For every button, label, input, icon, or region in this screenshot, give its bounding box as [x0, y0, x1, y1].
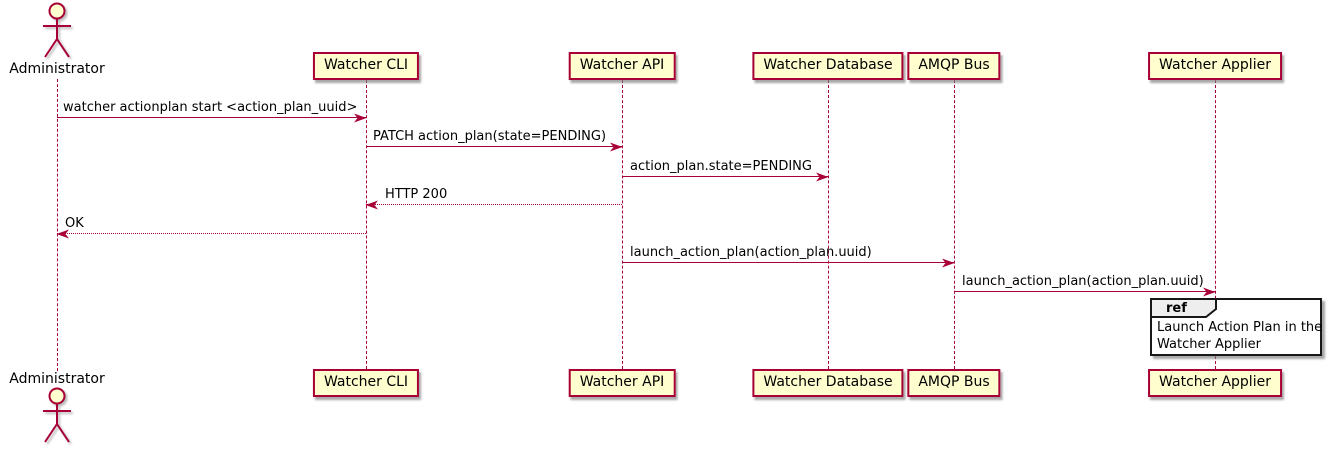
ref-text-line-2: Watcher Applier: [1157, 337, 1261, 352]
arrow-left-icon: [56, 229, 69, 239]
ref-keyword: ref: [1166, 301, 1187, 316]
message-line: [57, 117, 366, 118]
message-line: [366, 146, 622, 147]
lifeline-amqp-bus: [954, 80, 955, 369]
ref-fragment: ref Launch Action Plan in the Watcher Ap…: [1150, 298, 1322, 356]
participant-watcher-api-bottom: Watcher API: [568, 369, 676, 397]
actor-label-administrator-bottom: Administrator: [9, 371, 105, 387]
message-line: [366, 204, 622, 205]
ref-tag-pentagon-icon: [1150, 298, 1217, 318]
arrow-right-icon: [1203, 287, 1216, 297]
participant-watcher-applier-top: Watcher Applier: [1148, 52, 1282, 80]
arrow-right-icon: [610, 142, 623, 152]
message-line: [57, 233, 366, 234]
message-text: watcher actionplan start <action_plan_uu…: [63, 100, 358, 115]
message-line: [622, 176, 828, 177]
lifeline-watcher-database: [828, 80, 829, 369]
participant-watcher-cli-bottom: Watcher CLI: [312, 369, 420, 397]
arrow-left-icon: [365, 200, 378, 210]
lifeline-administrator: [57, 79, 58, 371]
ref-text-line-1: Launch Action Plan in the: [1157, 320, 1323, 335]
participant-watcher-applier-bottom: Watcher Applier: [1148, 369, 1282, 397]
message-line: [954, 291, 1215, 292]
message-text: launch_action_plan(action_plan.uuid): [962, 274, 1204, 289]
actor-stick-figure-icon: [43, 2, 71, 58]
lifeline-watcher-api: [622, 80, 623, 369]
message-text: PATCH action_plan(state=PENDING): [373, 129, 607, 144]
lifeline-watcher-applier: [1215, 80, 1216, 369]
lifeline-watcher-cli: [366, 80, 367, 369]
actor-label-administrator-top: Administrator: [9, 61, 105, 77]
message-text: OK: [65, 216, 84, 231]
arrow-right-icon: [816, 172, 829, 182]
ref-text: Launch Action Plan in the Watcher Applie…: [1157, 319, 1323, 353]
participant-watcher-api-top: Watcher API: [568, 52, 676, 80]
actor-stick-figure-icon: [43, 387, 71, 443]
participant-amqp-bus-top: AMQP Bus: [907, 52, 1001, 80]
participant-watcher-database-top: Watcher Database: [752, 52, 904, 80]
participant-amqp-bus-bottom: AMQP Bus: [907, 369, 1001, 397]
arrow-right-icon: [942, 258, 955, 268]
participant-watcher-cli-top: Watcher CLI: [312, 52, 420, 80]
message-text: action_plan.state=PENDING: [630, 159, 812, 174]
message-text: launch_action_plan(action_plan.uuid): [630, 245, 872, 260]
message-text: HTTP 200: [385, 187, 448, 202]
participant-watcher-database-bottom: Watcher Database: [752, 369, 904, 397]
arrow-right-icon: [354, 113, 367, 123]
message-line: [622, 262, 954, 263]
